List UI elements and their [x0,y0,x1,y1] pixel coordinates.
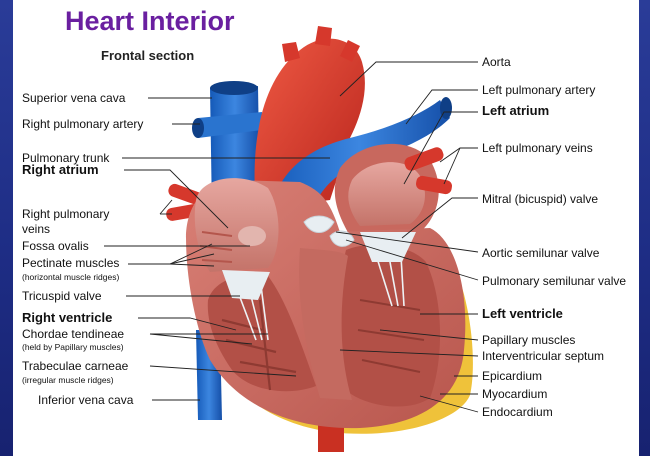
label-papillary-muscles: Papillary muscles [482,333,575,347]
label-interventricular-septum: Interventricular septum [482,349,604,363]
label-right-pulmonary-veins-2: veins [22,222,50,236]
label-left-pulmonary-veins: Left pulmonary veins [482,141,593,155]
label-fossa-ovalis: Fossa ovalis [22,239,89,253]
label-chordae-tendineae: Chordae tendineae [22,327,124,341]
label-myocardium: Myocardium [482,387,547,401]
label-trabeculae-carneae: Trabeculae carneae [22,359,128,373]
label-aortic-semilunar-valve: Aortic semilunar valve [482,246,599,260]
label-left-pulmonary-artery: Left pulmonary artery [482,83,595,97]
label-right-pulmonary-veins: Right pulmonary [22,207,109,221]
right-pulmonary-artery-opening [192,118,204,138]
label-right-ventricle: Right ventricle [22,311,112,325]
label-aorta: Aorta [482,55,511,69]
label-mitral-valve: Mitral (bicuspid) valve [482,192,598,206]
label-epicardium: Epicardium [482,369,542,383]
label-superior-vena-cava: Superior vena cava [22,91,125,105]
label-pectinate-note: (horizontal muscle ridges) [22,272,119,282]
superior-vena-cava-opening [210,81,258,95]
label-right-atrium: Right atrium [22,163,99,177]
label-pectinate-muscles: Pectinate muscles [22,256,119,270]
label-left-atrium: Left atrium [482,104,549,118]
diagram-panel: Heart Interior Frontal section [13,0,639,456]
label-inferior-vena-cava: Inferior vena cava [38,393,133,407]
label-right-pulmonary-artery: Right pulmonary artery [22,117,143,131]
label-tricuspid-valve: Tricuspid valve [22,289,102,303]
label-pulmonary-semilunar-valve: Pulmonary semilunar valve [482,274,626,288]
label-trabeculae-note: (irregular muscle ridges) [22,375,114,385]
left-ventricle-shape [340,245,440,407]
right-atrium-shape [195,178,279,272]
fossa-ovalis-shape [238,226,266,246]
label-endocardium: Endocardium [482,405,553,419]
label-left-ventricle: Left ventricle [482,307,563,321]
label-chordae-note: (held by Papillary muscles) [22,342,124,352]
